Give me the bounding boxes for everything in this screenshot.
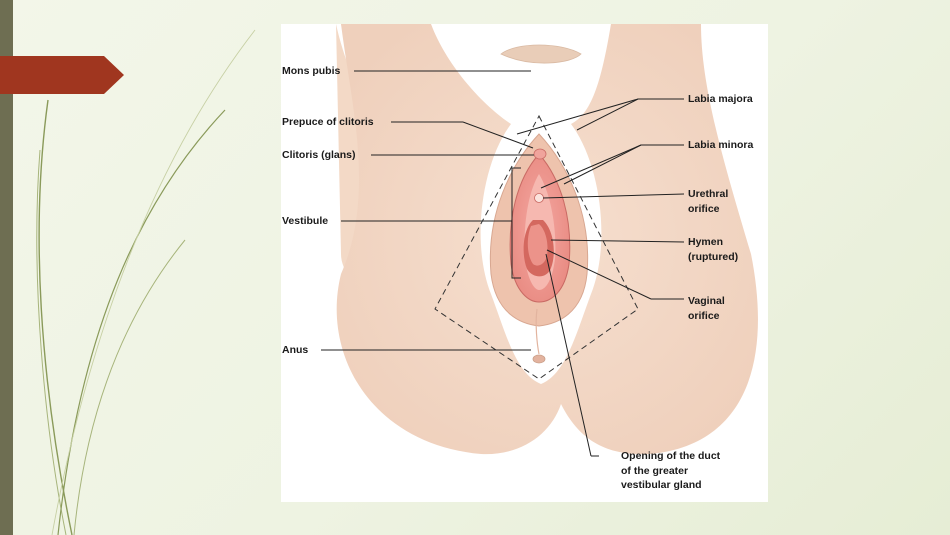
label-vaginal-orifice: Vaginal orifice	[688, 295, 725, 322]
leader-lines	[321, 70, 685, 457]
label-labia-minora: Labia minora	[688, 139, 754, 151]
label-mons-pubis: Mons pubis	[282, 65, 341, 77]
label-clitoris-glans: Clitoris (glans)	[282, 149, 356, 161]
slide-arrow-tab	[0, 56, 124, 94]
label-anus: Anus	[282, 344, 309, 356]
label-labia-majora: Labia majora	[688, 93, 753, 105]
decorative-swirl-lines	[36, 29, 256, 535]
label-hymen-ruptured: Hymen (ruptured)	[688, 236, 739, 263]
label-urethral-orifice: Urethral orifice	[688, 188, 729, 215]
dashed-perineal-region	[434, 114, 639, 380]
clitoris	[533, 148, 547, 160]
slide-left-bar	[0, 0, 13, 535]
mons-pubis-hair	[500, 44, 582, 64]
vestibule-bracket	[511, 167, 521, 279]
anatomy-figure: Mons pubis Prepuce of clitoris Clitoris …	[281, 24, 768, 502]
anatomy-illustration	[321, 24, 758, 457]
buttocks	[336, 24, 758, 455]
label-vestibule: Vestibule	[282, 215, 329, 227]
urethral-orifice	[534, 193, 544, 203]
label-duct-opening: Opening of the duct of the greater vesti…	[621, 450, 721, 491]
anus	[532, 354, 546, 364]
label-prepuce-of-clitoris: Prepuce of clitoris	[282, 116, 374, 128]
